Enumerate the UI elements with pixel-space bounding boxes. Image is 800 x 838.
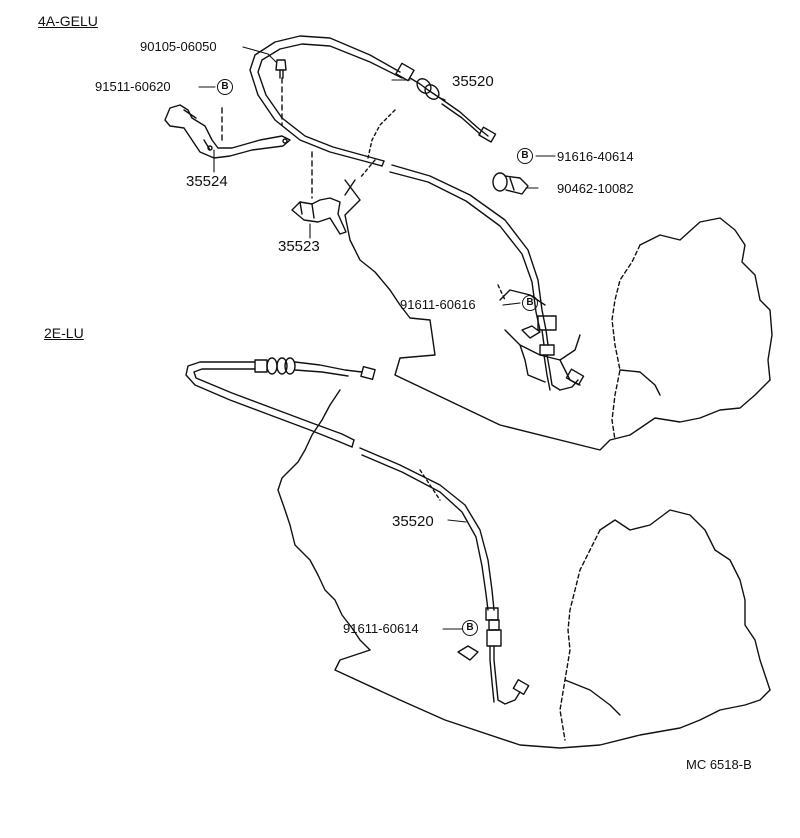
b-marker-91611-bottom: B <box>462 620 478 636</box>
part-label-91616-40614: 91616-40614 <box>557 149 634 164</box>
part-label-35520-bottom: 35520 <box>392 513 434 530</box>
section-title-2e-lu: 2E-LU <box>44 325 84 341</box>
part-label-91611-60614: 91611-60614 <box>343 621 419 636</box>
clip-top <box>521 325 541 339</box>
bracket-35524 <box>164 104 291 159</box>
leader-lines <box>198 46 556 630</box>
bracket-35523 <box>291 151 347 235</box>
top-cable-assembly <box>249 35 585 391</box>
part-label-35524: 35524 <box>186 173 228 190</box>
part-label-35520-top: 35520 <box>452 73 494 90</box>
section-title-4a-gelu: 4A-GELU <box>38 13 98 29</box>
part-label-91611-60616: 91611-60616 <box>400 297 476 312</box>
figure-code: MC 6518-B <box>686 757 752 772</box>
bottom-cable-assembly <box>185 357 530 705</box>
grommet-90462 <box>492 172 529 195</box>
bottom-transmission-outline <box>277 389 771 749</box>
part-label-35523: 35523 <box>278 238 320 255</box>
b-marker-91511: B <box>217 79 233 95</box>
part-label-90462-10082: 90462-10082 <box>557 181 634 196</box>
part-label-91511-60620: 91511-60620 <box>95 79 171 94</box>
b-marker-91616: B <box>517 148 533 164</box>
b-marker-91611-top: B <box>522 295 538 311</box>
part-label-90105-06050: 90105-06050 <box>140 39 217 54</box>
